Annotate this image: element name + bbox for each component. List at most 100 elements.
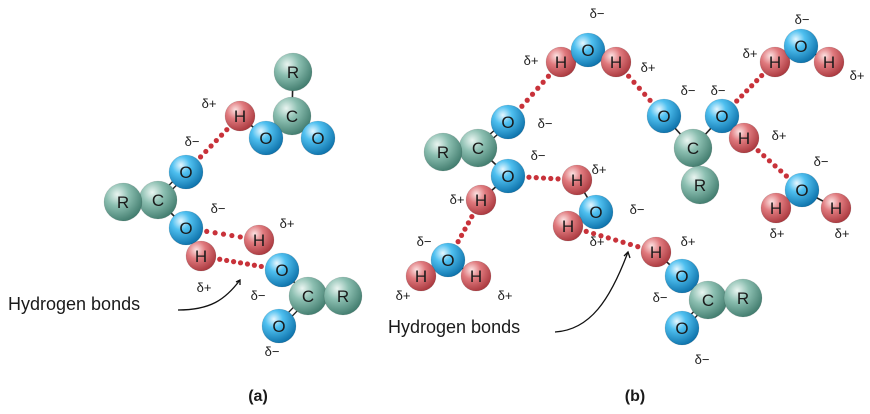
oxygen-atom [264, 252, 300, 288]
hydrogen-bond-dot [208, 143, 214, 149]
hydrogen-bond-dot [778, 168, 784, 174]
hydrogen-atom-symbol: H [470, 267, 482, 286]
partial-negative-charge: δ− [590, 6, 605, 21]
hydrogen-atom-symbol: H [415, 267, 427, 286]
hydrogen-atom [728, 122, 760, 154]
partial-negative-charge: δ− [795, 12, 810, 27]
hydrogen-bond-dot [631, 79, 637, 85]
hydrogen-bond-dot [744, 88, 750, 94]
oxygen-atom-symbol: O [179, 219, 192, 238]
oxygen-atom-symbol: O [501, 113, 514, 132]
oxygen-atom-symbol: O [259, 129, 272, 148]
partial-positive-charge: δ+ [850, 68, 865, 83]
hydrogen-bond-dot [229, 232, 235, 239]
r-group-atom-symbol: R [287, 63, 299, 82]
oxygen-atom [300, 120, 336, 156]
hydrogen-bond-dot [613, 237, 619, 243]
oxygen-atom [783, 28, 819, 64]
labels: Hydrogen bonds Hydrogen bonds (a) (b) δ+… [8, 6, 864, 405]
hydrogen-bond-dot [469, 214, 475, 220]
partial-negative-charge: δ− [681, 83, 696, 98]
hydrogen-bond-dot [462, 226, 468, 232]
hydrogen-atom-symbol: H [562, 217, 574, 236]
hydrogen-atom [405, 260, 437, 292]
partial-positive-charge: δ+ [498, 288, 513, 303]
hydrogen-bond-dot [627, 241, 634, 248]
r-group-atom [103, 182, 143, 222]
oxygen-atom [168, 154, 204, 190]
oxygen-atom-symbol: O [589, 203, 602, 222]
hydrogen-bond-dot [526, 174, 532, 180]
hydrogen-bond-dot [555, 176, 561, 182]
carbon-atom-symbol: C [687, 139, 699, 158]
oxygen-atom [490, 104, 526, 140]
hydrogen-atom-symbol: H [830, 199, 842, 218]
hydrogen-bond-dot [535, 85, 541, 91]
panel-caption-b: (b) [625, 388, 645, 405]
r-group-atom [273, 52, 313, 92]
hydrogen-bond-dot [626, 73, 632, 79]
hydrogen-bond-dot [218, 132, 225, 138]
partial-negative-charge: δ− [711, 83, 726, 98]
partial-positive-charge: δ+ [743, 46, 758, 61]
partial-positive-charge: δ+ [590, 234, 605, 249]
hydrogen-bond-dot [533, 175, 539, 181]
hydrogen-bond-dot [766, 158, 773, 164]
hydrogen-bond-dot [244, 261, 251, 267]
hydrogen-bond-dot [642, 91, 648, 97]
oxygen-atom-symbol: O [675, 319, 688, 338]
hydrogen-atom-symbol: H [555, 53, 567, 72]
partial-negative-charge: δ− [653, 290, 668, 305]
oxygen-atom [490, 158, 526, 194]
partial-positive-charge: δ+ [450, 192, 465, 207]
partial-negative-charge: δ− [417, 234, 432, 249]
oxygen-atom-symbol: O [794, 37, 807, 56]
oxygen-atom-symbol: O [179, 163, 192, 182]
carbon-atom-symbol: C [152, 191, 164, 210]
hydrogen-bond-dot [212, 230, 218, 236]
hydrogen-bond-dot [540, 79, 546, 85]
partial-positive-charge: δ+ [202, 96, 217, 111]
hydrogen-bond-dot [647, 97, 653, 103]
partial-positive-charge: δ+ [835, 226, 850, 241]
partial-positive-charge: δ+ [280, 216, 295, 231]
hydrogen-atom [813, 46, 845, 78]
hydrogen-bonds-arrow-a [177, 279, 241, 311]
oxygen-atom-symbol: O [657, 107, 670, 126]
hydrogen-bond-dot [237, 234, 243, 240]
hydrogen-bond-dot [734, 98, 740, 104]
carbon-atom-symbol: C [302, 287, 314, 306]
oxygen-atom [784, 172, 820, 208]
hydrogen-bond-dot [620, 239, 626, 245]
hydrogen-bond-dot [204, 228, 210, 235]
partial-negative-charge: δ− [251, 288, 266, 303]
partial-negative-charge: δ− [695, 352, 710, 367]
hydrogen-bond-dot [755, 148, 761, 154]
r-group-atom [680, 165, 720, 205]
hydrogen-atom [759, 46, 791, 78]
oxygen-atom [430, 242, 466, 278]
carbon-atom-symbol: C [286, 107, 298, 126]
hydrogen-atom [552, 210, 584, 242]
partial-positive-charge: δ+ [197, 280, 212, 295]
hydrogen-atom [820, 192, 852, 224]
oxygen-atom [248, 120, 284, 156]
partial-negative-charge: δ− [531, 148, 546, 163]
oxygen-atom-symbol: O [675, 267, 688, 286]
hydrogen-atom-symbol: H [770, 199, 782, 218]
partial-positive-charge: δ+ [592, 162, 607, 177]
oxygen-atom [570, 32, 606, 68]
hydrogen-atom-symbol: H [195, 247, 207, 266]
partial-negative-charge: δ− [185, 134, 200, 149]
hydrogen-atom [460, 260, 492, 292]
hydrogen-atom [561, 164, 593, 196]
hydrogen-atom [185, 240, 217, 272]
hydrogen-bond-dot [583, 228, 589, 234]
r-group-atom [323, 276, 363, 316]
hydrogen-bond-dot [524, 97, 530, 103]
hydrogen-atom-symbol: H [475, 191, 487, 210]
hydrogen-bond-dot [598, 233, 604, 239]
partial-positive-charge: δ+ [770, 226, 785, 241]
hydrogen-bond-dot [213, 137, 219, 144]
